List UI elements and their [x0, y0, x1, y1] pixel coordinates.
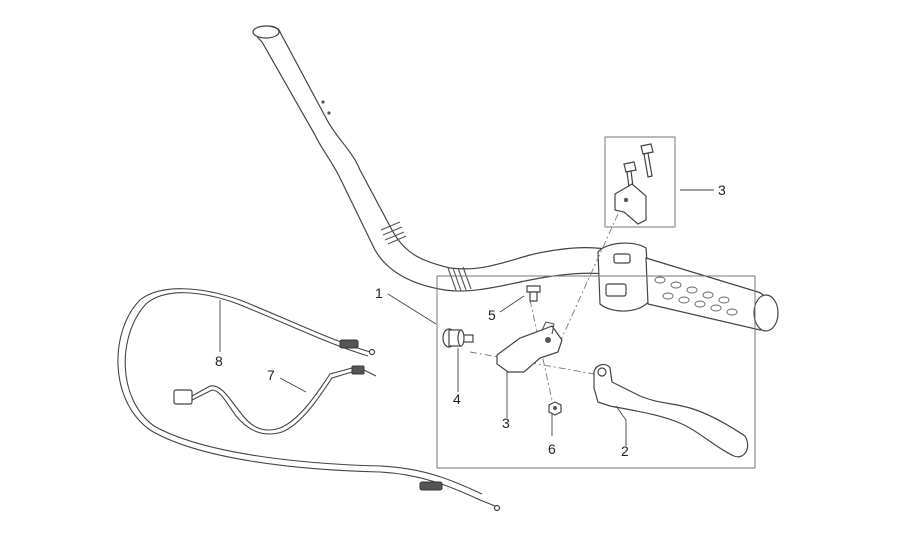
callout-3-clamp: 3	[718, 182, 726, 198]
handgrip	[645, 257, 779, 332]
lever-bracket	[496, 321, 563, 373]
switch-housing	[597, 242, 651, 312]
callout-8: 8	[215, 353, 223, 369]
callout-6: 6	[548, 441, 556, 457]
nut	[548, 401, 562, 416]
switch-cable	[173, 365, 377, 435]
callout-4: 4	[453, 391, 461, 407]
clutch-lever	[593, 363, 749, 458]
callout-2: 2	[621, 443, 629, 459]
cable-adjuster	[442, 328, 474, 348]
lever-kit-box	[436, 275, 756, 469]
callout-3-bracket: 3	[502, 415, 510, 431]
clamp-bracket	[614, 183, 647, 225]
handlebar	[252, 25, 606, 292]
screw	[526, 285, 541, 302]
callout-7: 7	[267, 367, 275, 383]
clutch-cable	[117, 288, 501, 512]
callout-5: 5	[488, 307, 496, 323]
clamp-kit-box	[604, 136, 676, 228]
leader-lines	[219, 189, 714, 446]
callout-1: 1	[375, 285, 383, 301]
